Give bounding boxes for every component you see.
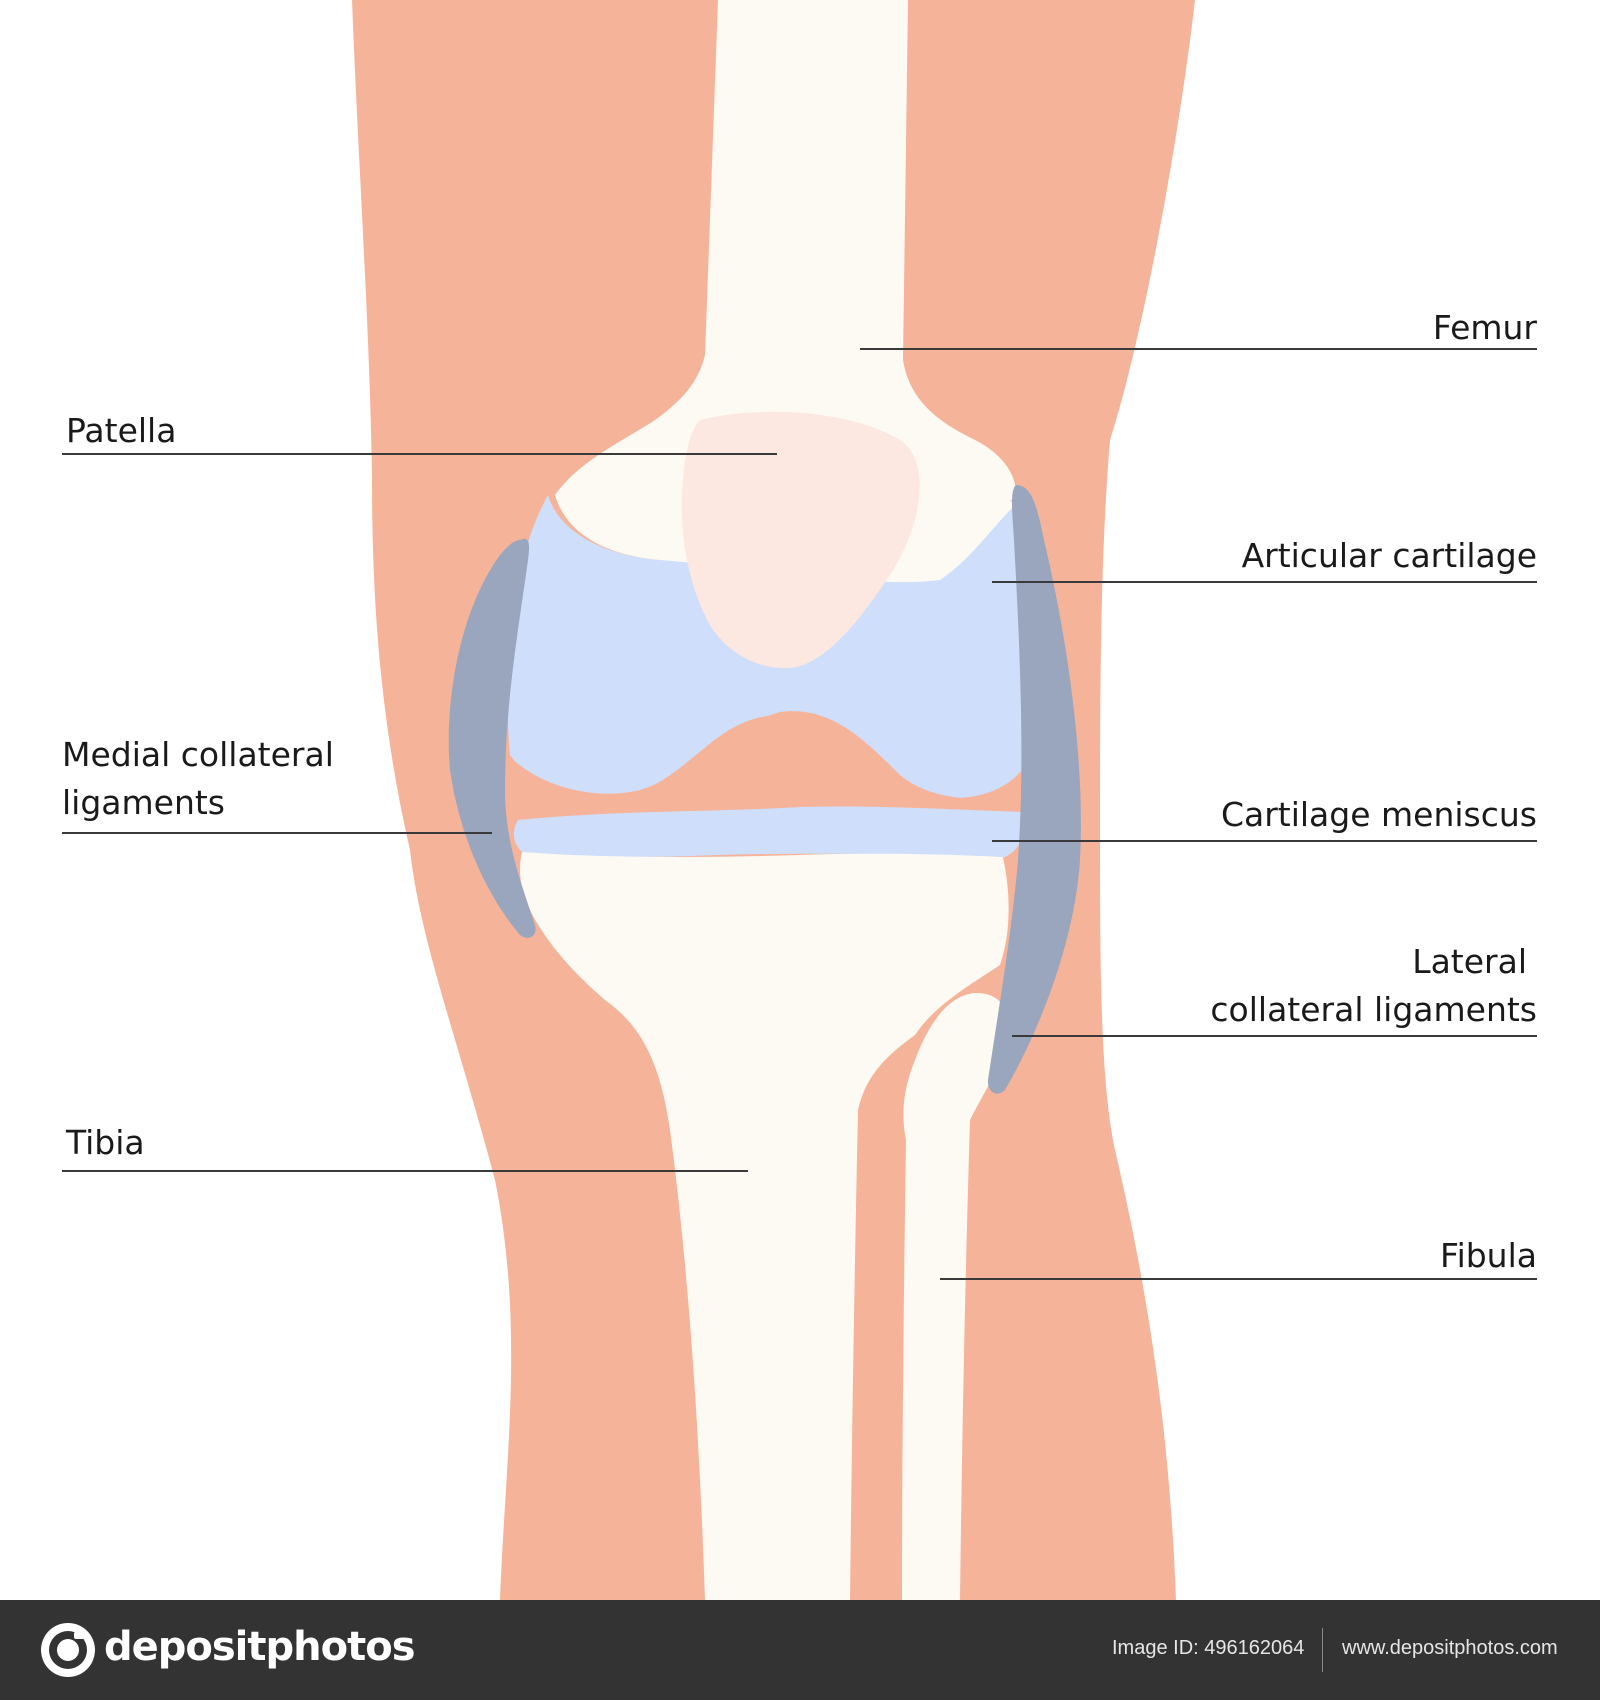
tibia-bone xyxy=(520,852,1009,1600)
label-femur: Femur xyxy=(1432,308,1537,347)
label-cartilage-meniscus: Cartilage meniscus xyxy=(1220,795,1537,834)
label-medial-line1: Medial collateral xyxy=(62,735,334,774)
footer-divider xyxy=(1322,1628,1323,1672)
patella-bone xyxy=(681,411,920,669)
label-fibula: Fibula xyxy=(1439,1236,1537,1275)
meniscus-shape xyxy=(513,806,1027,857)
lateral-collateral-ligament xyxy=(987,485,1081,1094)
footer-bar: depositphotos Image ID: 496162064 www.de… xyxy=(0,1600,1600,1700)
label-patella: Patella xyxy=(66,411,177,450)
image-id-text: Image ID: 496162064 xyxy=(1112,1637,1305,1659)
leader-articular-cartilage xyxy=(992,581,1537,583)
leader-tibia xyxy=(62,1170,748,1172)
medial-collateral-ligament xyxy=(448,538,536,938)
label-articular-cartilage: Articular cartilage xyxy=(1241,536,1537,575)
camera-logo-icon xyxy=(41,1623,95,1677)
site-link[interactable]: www.depositphotos.com xyxy=(1342,1637,1558,1659)
fibula-bone xyxy=(902,992,1009,1600)
label-lateral-line1: Lateral xyxy=(1412,942,1527,981)
label-lateral-line2: collateral ligaments xyxy=(1210,990,1537,1029)
brand-wordmark[interactable]: depositphotos xyxy=(104,1624,416,1670)
joint-space xyxy=(505,711,1030,830)
leader-meniscus xyxy=(992,840,1537,842)
leader-medial-collateral xyxy=(62,832,492,834)
leader-femur xyxy=(860,348,1537,350)
leader-patella xyxy=(62,453,777,455)
femur-bone xyxy=(555,0,1016,500)
label-tibia: Tibia xyxy=(66,1123,145,1162)
label-medial-line2: ligaments xyxy=(62,783,226,822)
leader-fibula xyxy=(940,1278,1537,1280)
leader-lateral-collateral xyxy=(1012,1035,1537,1037)
